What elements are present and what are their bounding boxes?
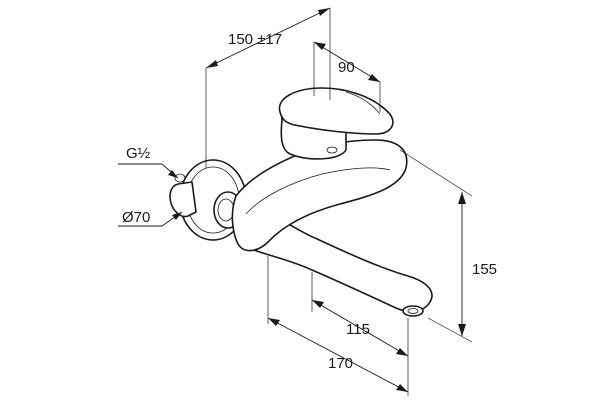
label-height: 155 bbox=[472, 261, 497, 278]
ext-155-bottom bbox=[427, 317, 473, 343]
lever-handle-edge bbox=[345, 91, 381, 115]
inlet-connector bbox=[169, 181, 197, 218]
inlet-cap bbox=[174, 173, 186, 183]
arrow-170-right bbox=[396, 384, 408, 392]
ext-155-top bbox=[399, 149, 473, 197]
arrow-90-left bbox=[314, 42, 326, 50]
arrow-155-bottom bbox=[458, 324, 466, 336]
arrow-90-right bbox=[368, 74, 380, 82]
faucet-illustration bbox=[169, 87, 433, 317]
arrow-115-left bbox=[312, 300, 324, 308]
lever-handle bbox=[278, 87, 394, 135]
arrow-thread bbox=[168, 170, 178, 178]
aerator-inner bbox=[407, 308, 419, 314]
spout bbox=[253, 211, 433, 313]
arrow-170-left bbox=[268, 318, 280, 326]
indicator-dot bbox=[326, 146, 338, 154]
label-width-total: 150 ±17 bbox=[228, 31, 282, 48]
arrow-115-right bbox=[396, 348, 408, 356]
dim-line-90 bbox=[313, 41, 381, 83]
label-thread: G½ bbox=[126, 145, 151, 162]
dim-line-170 bbox=[267, 317, 409, 393]
dimension-labels: 150 ±17 90 G½ Ø70 155 115 170 bbox=[122, 31, 497, 372]
arrow-150-right bbox=[318, 8, 330, 16]
dimension-lines bbox=[118, 7, 473, 396]
arrow-155-top bbox=[458, 192, 466, 204]
label-lever-depth: 90 bbox=[338, 59, 355, 76]
valve-body-highlight bbox=[245, 167, 391, 215]
spout-aerator bbox=[402, 305, 424, 317]
label-rosette-diameter: Ø70 bbox=[122, 209, 150, 226]
dim-line-150 bbox=[205, 7, 331, 69]
label-overall-reach: 170 bbox=[328, 355, 353, 372]
arrow-150-left bbox=[206, 60, 218, 68]
label-spout-reach: 115 bbox=[346, 321, 370, 338]
dim-line-115 bbox=[311, 299, 409, 357]
arrow-rosette bbox=[172, 212, 182, 220]
